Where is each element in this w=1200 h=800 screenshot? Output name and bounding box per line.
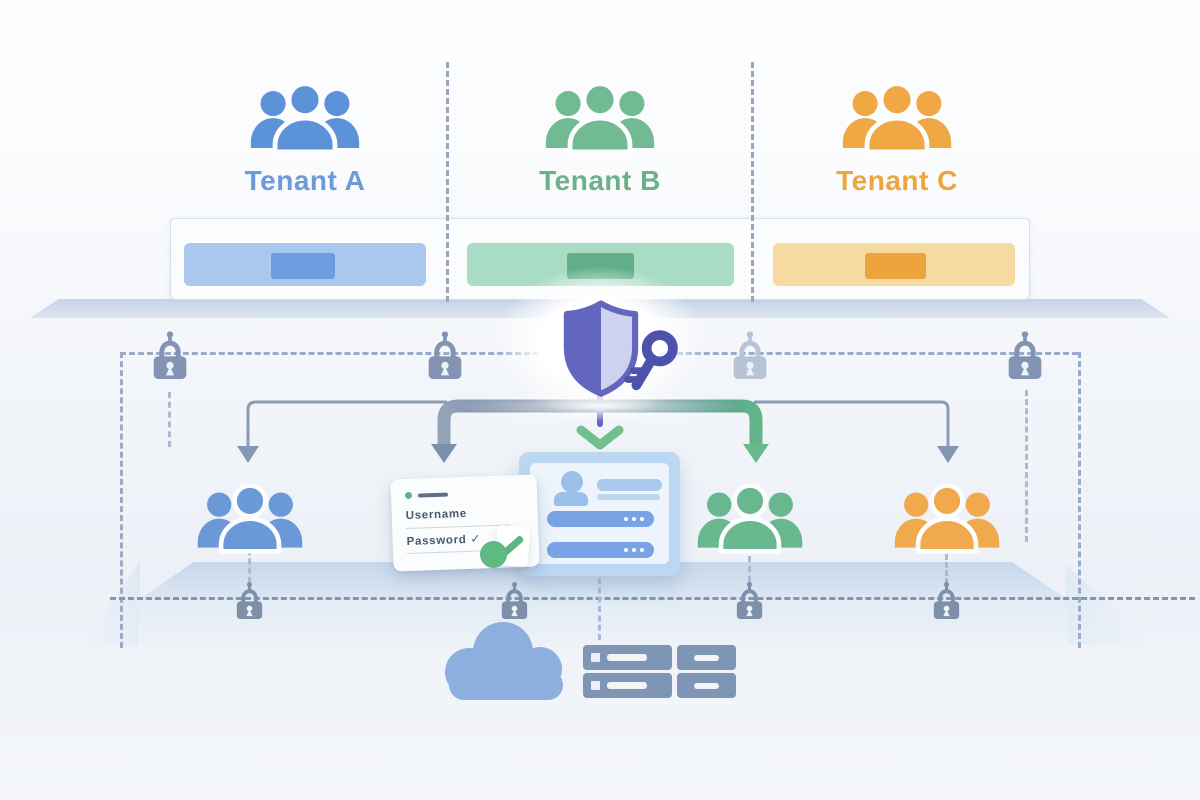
shield-outline — [563, 300, 639, 397]
profile-line-2 — [597, 494, 660, 500]
users-group-icon-lower-a — [194, 484, 306, 557]
status-dot — [404, 491, 413, 500]
padlock-icon-small-4 — [931, 581, 962, 619]
tenant-separator-bc — [751, 62, 754, 302]
server-slot — [694, 683, 719, 689]
connector-thin-right — [754, 400, 950, 448]
shield-icon — [563, 300, 639, 397]
server-box-2 — [677, 645, 736, 670]
platform-front-face — [138, 600, 1068, 645]
avatar-shoulders — [554, 492, 588, 506]
key-icon — [624, 330, 678, 391]
users-group-icon-lower-b — [694, 484, 806, 557]
cloud-icon — [445, 622, 563, 700]
tenant-c-bar-block — [865, 253, 926, 279]
tenant-c-bar-segment — [773, 243, 1015, 286]
arrowhead-tenant-a-users — [237, 446, 259, 463]
server-slot — [607, 682, 647, 689]
auth-panel — [519, 452, 680, 576]
server-box-1 — [583, 645, 672, 670]
avatar-icon — [561, 471, 583, 493]
connector-thin-left — [246, 400, 447, 448]
security-drop-line-2 — [1025, 390, 1028, 542]
connector-thick-right — [599, 399, 763, 446]
arrowhead-tenant-b-users — [743, 444, 769, 463]
auth-field-2 — [547, 542, 654, 558]
arrowhead-login-card — [431, 444, 457, 463]
tenant-a-label: Tenant A — [244, 165, 366, 196]
password-label: Password ✓ — [406, 531, 482, 549]
padlock-icon-1 — [150, 330, 190, 379]
status-line — [417, 492, 449, 498]
username-label: Username — [405, 507, 468, 523]
padlock-icon-small-3 — [734, 581, 765, 619]
tenant-b-label: Tenant B — [539, 165, 661, 196]
auth-field-1-dots — [624, 517, 644, 521]
tenant-separator-ab — [446, 62, 449, 302]
padlock-icon-3-faded — [730, 330, 770, 379]
padlock-icon-4 — [1005, 330, 1045, 379]
security-drop-line-4 — [598, 578, 601, 640]
data-layer-security-line — [110, 597, 1195, 600]
security-drop-line-3 — [248, 540, 251, 592]
padlock-icon-2 — [425, 330, 465, 379]
server-slot — [694, 655, 719, 661]
auth-field-2-dots — [624, 548, 644, 552]
tenant-c-label: Tenant C — [836, 165, 958, 196]
arrowhead-tenant-c-users — [937, 446, 959, 463]
security-boundary-right — [1078, 352, 1081, 648]
tenant-a-bar-segment — [184, 243, 426, 286]
checkmark-icon — [576, 425, 624, 450]
security-boundary-left — [120, 352, 123, 648]
username-underline — [406, 524, 511, 530]
security-drop-line-6 — [945, 554, 948, 592]
approval-dot — [480, 541, 507, 568]
server-box-4 — [677, 673, 736, 698]
tenant-a-bar-block — [271, 253, 335, 279]
password-check-icon: ✓ — [470, 531, 482, 546]
server-led — [591, 653, 600, 662]
security-drop-line-5 — [748, 556, 751, 592]
server-led — [591, 681, 600, 690]
security-drop-line-1 — [168, 392, 171, 447]
padlock-icon-small-1 — [234, 581, 265, 619]
server-slot — [607, 654, 647, 661]
server-box-3 — [583, 673, 672, 698]
connector-thick-left — [437, 399, 601, 446]
profile-line-1 — [597, 479, 662, 491]
users-group-icon-lower-c — [891, 484, 1003, 557]
auth-field-1 — [547, 511, 654, 527]
